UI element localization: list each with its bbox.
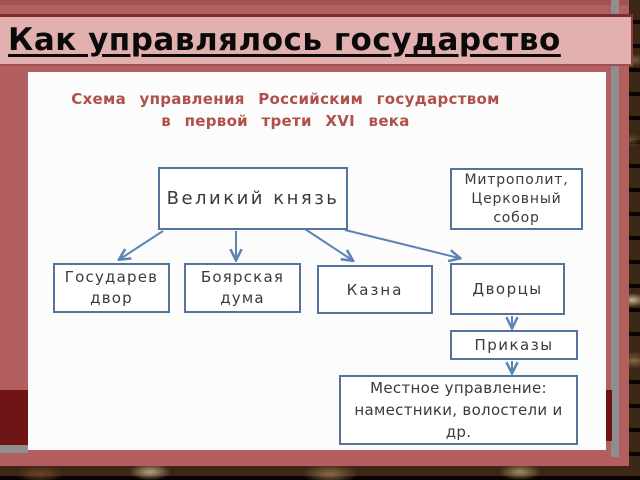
diagram-title-line1: Схема управления Российским государством <box>71 90 500 108</box>
gray-stripe-bottom-left <box>0 445 28 453</box>
gray-stripe-right <box>611 0 619 457</box>
box-prikazy: Приказы <box>450 330 578 360</box>
box-metropolitan-church-council: Митрополит, Церковный собор <box>450 168 583 230</box>
maroon-accent-right <box>603 390 612 441</box>
box-local-government: Местное управление: наместники, волостел… <box>339 375 578 445</box>
box-boyar-duma: Боярская дума <box>184 263 301 313</box>
title-band: Как управлялось государство <box>0 14 633 66</box>
maroon-accent-left <box>0 390 28 445</box>
diagram-title-line2: в первой трети XVI века <box>161 112 410 130</box>
arrow-grand-prince-to-palaces <box>344 229 459 258</box>
diagram-panel: Схема управления Российским государством… <box>28 72 606 450</box>
rose-top-edge <box>0 0 629 5</box>
box-palaces: Дворцы <box>450 263 565 315</box>
box-treasury: Казна <box>317 265 433 314</box>
page-title: Как управлялось государство <box>8 22 561 58</box>
diagram-title: Схема управления Российским государством… <box>28 88 543 132</box>
arrow-grand-prince-to-sovereign-court <box>120 230 164 259</box>
box-grand-prince: Великий князь <box>158 167 348 230</box>
connector-arrows <box>28 228 606 450</box>
arrow-grand-prince-to-treasury <box>304 228 352 260</box>
box-sovereign-court: Государев двор <box>53 263 170 313</box>
